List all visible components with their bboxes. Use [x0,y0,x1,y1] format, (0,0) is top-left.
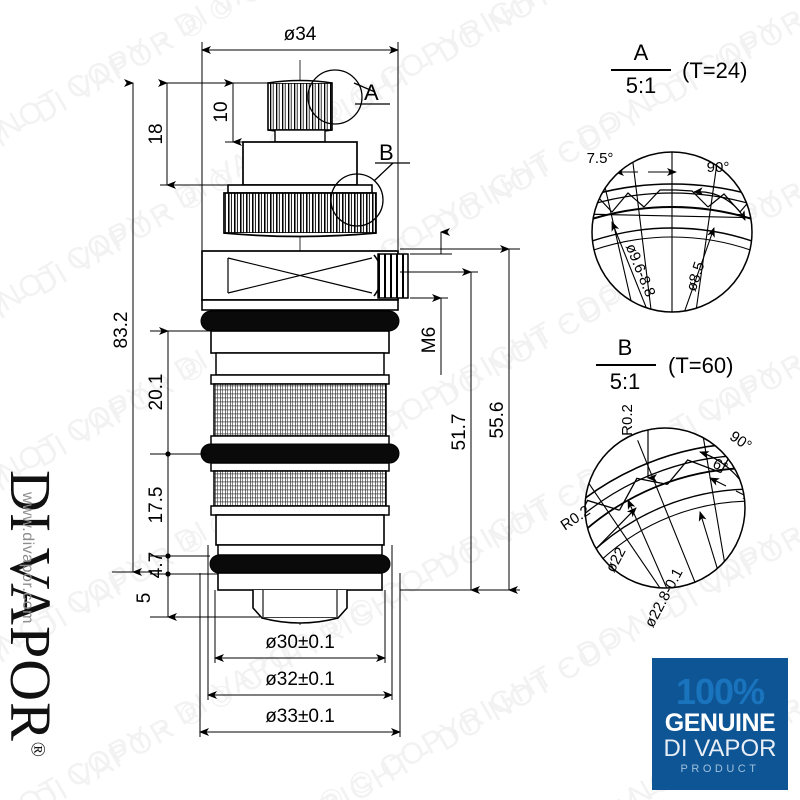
dim-label-55-6: 55.6 [487,402,508,439]
detail-a-annotation-90: 90° [707,159,730,176]
genuine-product-badge: 100% GENUINE DI VAPOR PRODUCT [652,658,788,790]
detail-a-title-block: A 5:1 (T=24) [611,40,747,98]
dimension-bottom-group [199,545,401,737]
badge-product-line: PRODUCT [680,763,760,775]
badge-genuine-line: GENUINE [664,709,776,737]
callout-markers [307,69,410,227]
dim-label-diameter-33: ø33±0.1 [265,706,335,727]
detail-b-title-block: B 5:1 (T=60) [596,335,733,394]
detail-b-teeth: (T=60) [668,353,733,378]
callout-label-a: A [364,80,379,105]
detail-a-leader-8-5 [677,227,715,312]
o-ring-middle [200,443,400,464]
dim-label-20-1: 20.1 [146,374,167,411]
filter-sleeve-lower [210,462,390,516]
valve-body-block [201,250,409,311]
registered-trademark-icon: ® [26,741,49,758]
o-ring-upper [200,310,400,332]
dim-label-10: 10 [211,101,232,122]
detail-b-label: B [618,335,633,360]
detail-a-leader-9-6 [611,221,653,312]
dim-label-17-5: 17.5 [146,487,167,524]
dim-label-diameter-30: ø30±0.1 [265,632,335,653]
shoulder-upper-2 [215,352,385,376]
detail-a-teeth: (T=24) [682,58,747,83]
dimension-10 [224,79,270,146]
dim-label-18: 18 [146,123,167,144]
lower-body [215,514,385,546]
dimension-diameter-34 [201,42,399,250]
callout-circle-b [330,173,384,227]
o-ring-lower [209,554,391,574]
shoulder-upper [210,330,390,354]
dimension-83-2 [112,79,152,576]
dim-label-m6: M6 [419,327,440,353]
callout-leader-b [373,162,394,182]
dim-label-diameter-34: ø34 [284,24,317,45]
callout-leader-a [353,82,376,93]
dim-label-4-7: 4.7 [146,552,167,578]
detail-a-scale: 5:1 [626,73,657,98]
knurled-ring [223,184,377,238]
detail-b-annotation-90: 90° [726,428,754,455]
dimension-55-6 [400,245,520,594]
dimension-m6 [410,228,452,375]
dim-label-5: 5 [134,593,155,604]
detail-b-annotation-r02-a: R0.2 [619,404,636,436]
di-vapor-logo: DI VAPOR® www.divapor.com [0,470,138,790]
stem-neck [274,129,326,143]
callout-label-b: B [379,140,394,165]
lower-lip [217,544,383,556]
dim-label-83-2: 83.2 [111,312,132,349]
dim-label-diameter-32: ø32±0.1 [265,669,335,690]
base-flange [217,572,383,591]
detail-b-leader-22 [627,499,673,588]
detail-b-annotation-6: 6° [710,455,731,477]
badge-brand-line: DI VAPOR [663,735,777,762]
filter-sleeve-upper [210,374,390,446]
callout-circle-a [307,69,363,125]
detail-b-scale: 5:1 [610,369,641,394]
dim-label-51-7: 51.7 [449,414,470,451]
detail-b-angle-90-arc [699,451,745,513]
dimension-chain-left [150,327,260,621]
detail-a-annotation-7-5: 7.5° [587,150,614,167]
detail-a-angle-90-arc [693,187,746,221]
cartridge-part-geometry [200,60,409,625]
badge-percent-line: 100% [675,671,765,712]
top-spline-knob [267,79,333,134]
detail-a-view: 7.5° 90° ø9.6-8.8 ø8.5 [587,150,753,313]
plain-collar [242,141,358,186]
detail-a-label: A [634,40,649,65]
hex-foot [252,590,348,624]
detail-b-leader-22-8 [698,511,731,588]
logo-website-url: www.divapor.com [19,492,36,624]
